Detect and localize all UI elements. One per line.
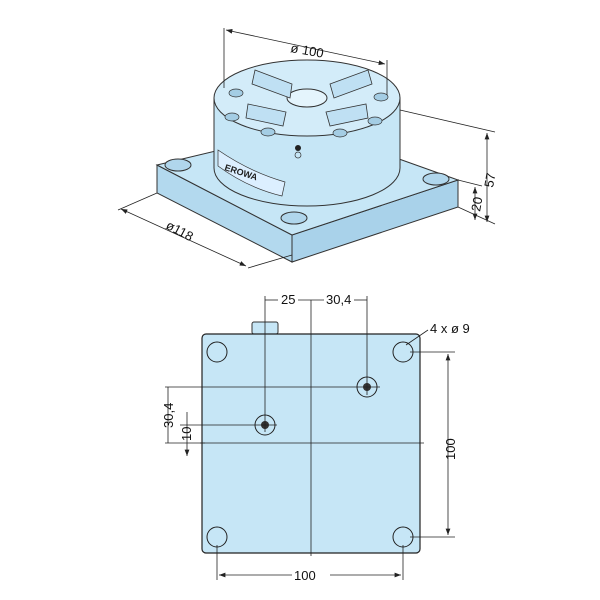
dim-offset-30-4-y: 30,4 — [161, 403, 176, 428]
dim-total-height: 57 — [481, 172, 498, 189]
air-port-icon — [295, 145, 301, 151]
centerlines — [200, 300, 424, 556]
dim-top-diameter: ø 100 — [289, 40, 324, 61]
base-hole — [164, 158, 192, 172]
hole-callout: 4 x ø 9 — [430, 321, 470, 336]
jaws — [245, 69, 373, 127]
bottom-view: 25 30,4 30,4 10 100 100 4 x ø 9 — [161, 292, 470, 583]
dim-width-100: 100 — [294, 568, 316, 583]
dim-offset-25: 25 — [281, 292, 295, 307]
mounting-holes — [206, 341, 414, 548]
isometric-view: EROWA ø 100 57 20 ø118 — [117, 28, 498, 269]
dim-base-height: 20 — [468, 196, 485, 213]
center-bore — [286, 88, 328, 108]
brand-plate — [217, 149, 286, 197]
dim-base-diameter: ø118 — [164, 217, 196, 244]
dim-offset-30-4-x: 30,4 — [326, 292, 351, 307]
base-hole — [422, 172, 450, 186]
bolt-heads — [224, 88, 389, 138]
base-hole — [280, 211, 308, 225]
air-port-ring — [294, 151, 302, 159]
dim-height-100: 100 — [443, 438, 458, 460]
dim-offset-10: 10 — [179, 427, 194, 441]
